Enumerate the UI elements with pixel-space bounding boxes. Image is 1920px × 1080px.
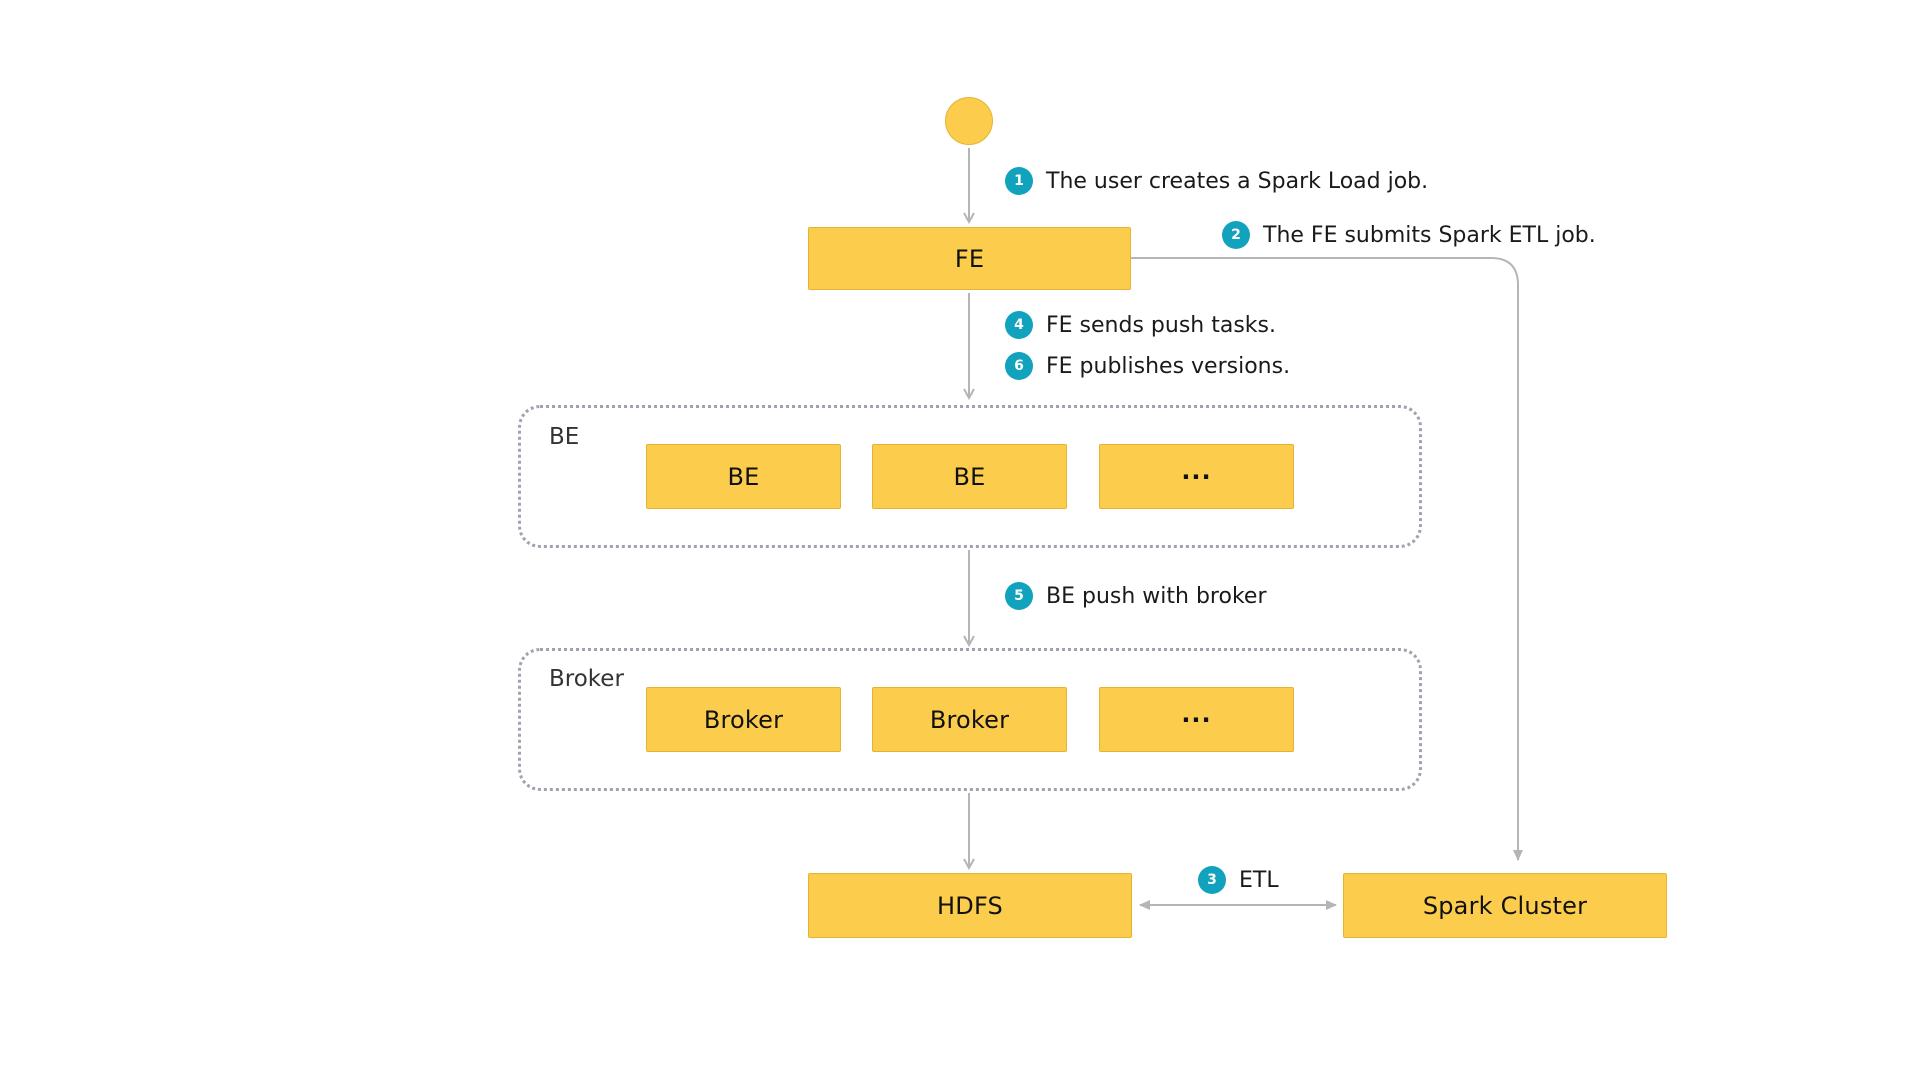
be-node-more: ··· (1099, 444, 1294, 509)
broker-group (518, 648, 1422, 791)
step-3-text: ETL (1239, 867, 1279, 893)
step-5-text: BE push with broker (1046, 583, 1267, 609)
spark-cluster-node: Spark Cluster (1343, 873, 1667, 938)
broker-node-1: Broker (646, 687, 841, 752)
be-node-1: BE (646, 444, 841, 509)
start-node-circle (945, 97, 993, 145)
step-1-annotation: 1 The user creates a Spark Load job. (1005, 166, 1428, 196)
be-node-2: BE (872, 444, 1067, 509)
be-group (518, 405, 1422, 548)
hdfs-node: HDFS (808, 873, 1132, 938)
step-1-text: The user creates a Spark Load job. (1046, 168, 1429, 194)
step-5-badge: 5 (1005, 582, 1033, 610)
step-5-annotation: 5 BE push with broker (1005, 581, 1266, 611)
be-group-label: BE (549, 424, 580, 450)
step-2-annotation: 2 The FE submits Spark ETL job. (1222, 220, 1596, 250)
step-6-text: FE publishes versions. (1046, 353, 1291, 379)
step-3-badge: 3 (1198, 866, 1226, 894)
step-6-annotation: 6 FE publishes versions. (1005, 351, 1290, 381)
fe-node: FE (808, 227, 1131, 290)
broker-node-more: ··· (1099, 687, 1294, 752)
broker-group-label: Broker (549, 666, 624, 692)
step-3-annotation: 3 ETL (1198, 865, 1279, 895)
step-2-text: The FE submits Spark ETL job. (1263, 222, 1596, 248)
step-2-badge: 2 (1222, 221, 1250, 249)
step-4-badge: 4 (1005, 311, 1033, 339)
step-4-annotation: 4 FE sends push tasks. (1005, 310, 1276, 340)
step-6-badge: 6 (1005, 352, 1033, 380)
step-1-badge: 1 (1005, 167, 1033, 195)
step-4-text: FE sends push tasks. (1046, 312, 1276, 338)
arrow-fe-to-spark-cluster (1131, 257, 1523, 861)
broker-node-2: Broker (872, 687, 1067, 752)
